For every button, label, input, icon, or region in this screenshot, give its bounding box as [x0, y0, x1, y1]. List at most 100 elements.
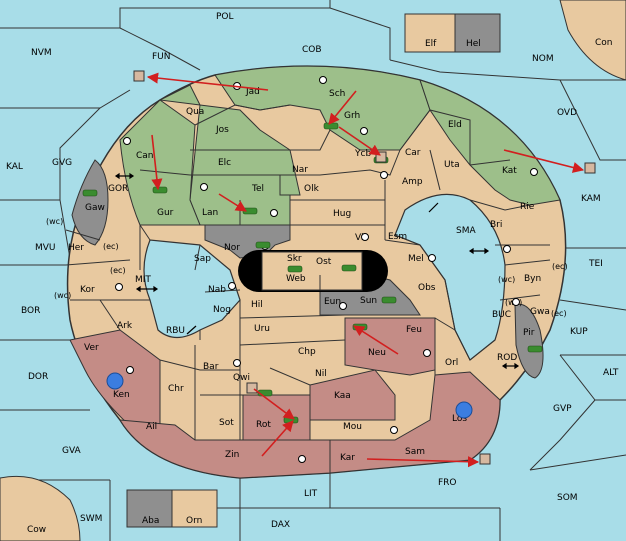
sea-mit: MIT [135, 275, 151, 285]
sea-gvg: GVG [52, 158, 72, 168]
label-nab: Nab [208, 285, 226, 295]
label-sam: Sam [405, 447, 425, 457]
land-borders [65, 104, 551, 440]
label-kar: Kar [340, 453, 355, 463]
label-kaa: Kaa [334, 391, 351, 401]
label-grh: Grh [344, 111, 360, 121]
label-eld: Eld [448, 120, 462, 130]
label-ken: Ken [113, 390, 130, 400]
label-hug: Hug [333, 209, 351, 219]
sea-lit: LIT [304, 489, 318, 499]
marker-wc: (wc) [54, 291, 71, 300]
label-sun: Sun [360, 296, 377, 306]
label-gur: Gur [157, 208, 174, 218]
sea-bor: BOR [21, 306, 40, 316]
label-los: Los [452, 414, 467, 424]
label-nil: Nil [315, 369, 327, 379]
label-nog: Nog [213, 305, 231, 315]
sea-swm: SWM [80, 514, 102, 524]
sea-fun: FUN [152, 52, 171, 62]
sea-tei: TEI [588, 259, 603, 269]
sea-sma: SMA [456, 226, 476, 236]
label-sap: Sap [194, 254, 211, 264]
label-uta: Uta [444, 160, 460, 170]
marker-wc: (wc) [498, 275, 515, 284]
label-neu: Neu [368, 348, 386, 358]
label-ost: Ost [316, 257, 332, 267]
marker-ec: (ec) [551, 309, 567, 318]
region-green-north [214, 65, 431, 151]
label-car: Car [405, 148, 421, 158]
label-gwa: Gwa [530, 307, 550, 317]
island-con [559, 0, 626, 81]
sea-pol: POL [216, 12, 234, 22]
label-lan: Lan [202, 208, 218, 218]
label-esm: Esm [388, 232, 407, 242]
move-arrows [146, 72, 585, 468]
supply-centers [115, 76, 538, 463]
label-byn: Byn [524, 274, 541, 284]
sea-cob: COB [302, 45, 322, 55]
label-tel: Tel [251, 184, 264, 194]
label-chr: Chr [168, 384, 184, 394]
sea-nvm: NVM [31, 48, 52, 58]
label-hil: Hil [251, 300, 263, 310]
label-vil: Vil [355, 233, 366, 243]
sea-dor: DOR [28, 372, 48, 382]
label-elc: Elc [218, 158, 231, 168]
label-ark: Ark [117, 321, 133, 331]
label-amp: Amp [402, 177, 423, 187]
label-con: Con [595, 38, 613, 48]
label-skr: Skr [287, 254, 302, 264]
label-sch: Sch [329, 89, 345, 99]
label-mou: Mou [343, 422, 362, 432]
label-rie: Rie [520, 202, 535, 212]
island-orn [171, 489, 218, 528]
sea-alt: ALT [603, 368, 619, 378]
label-nar: Nar [292, 165, 308, 175]
label-orl: Orl [445, 358, 458, 368]
label-ycb: Ycb [354, 149, 371, 159]
label-chp: Chp [298, 347, 316, 357]
sea-kal: KAL [6, 162, 23, 172]
straits [114, 172, 520, 370]
label-ail: Ail [146, 422, 157, 432]
sea-nom: NOM [532, 54, 554, 64]
label-ver: Ver [84, 343, 99, 353]
label-eun: Eun [324, 297, 341, 307]
sea-mvu: MVU [35, 243, 56, 253]
region-gray-gaw [71, 159, 109, 246]
label-jos: Jos [215, 125, 229, 135]
island-labels: Elf Hel Con Cow Aba Orn [27, 38, 613, 535]
sea-gor: GOR [108, 184, 128, 194]
sea-kup: KUP [570, 327, 588, 337]
label-olk: Olk [304, 184, 320, 194]
label-zin: Zin [225, 450, 239, 460]
sea-labels: POL NVM FUN COB NOM OVD KAL GVG GOR KAM … [6, 12, 619, 530]
label-nor: Nor [224, 243, 240, 253]
label-uru: Uru [254, 324, 270, 334]
label-web: Web [286, 274, 306, 284]
label-qwi: Qwi [233, 373, 250, 383]
label-elf: Elf [425, 39, 437, 49]
label-hel: Hel [466, 39, 481, 49]
island-cow [0, 475, 81, 541]
marker-ec: (ec) [110, 266, 126, 275]
land-labels: Jad Qua Sch Grh Jos Eld Can Ycb Car Uta … [68, 87, 550, 463]
label-qua: Qua [186, 107, 204, 117]
label-her: Her [68, 243, 84, 253]
sea-gva: GVA [62, 446, 82, 456]
label-can: Can [136, 151, 154, 161]
label-bar: Bar [203, 362, 219, 372]
marker-wc: (wc) [46, 217, 63, 226]
label-obs: Obs [418, 283, 436, 293]
sea-rbu: RBU [166, 326, 185, 336]
sea-dax: DAX [271, 520, 290, 530]
label-mel: Mel [408, 254, 424, 264]
label-gaw: Gaw [85, 203, 105, 213]
label-kor: Kor [80, 285, 95, 295]
label-jad: Jad [245, 87, 260, 97]
